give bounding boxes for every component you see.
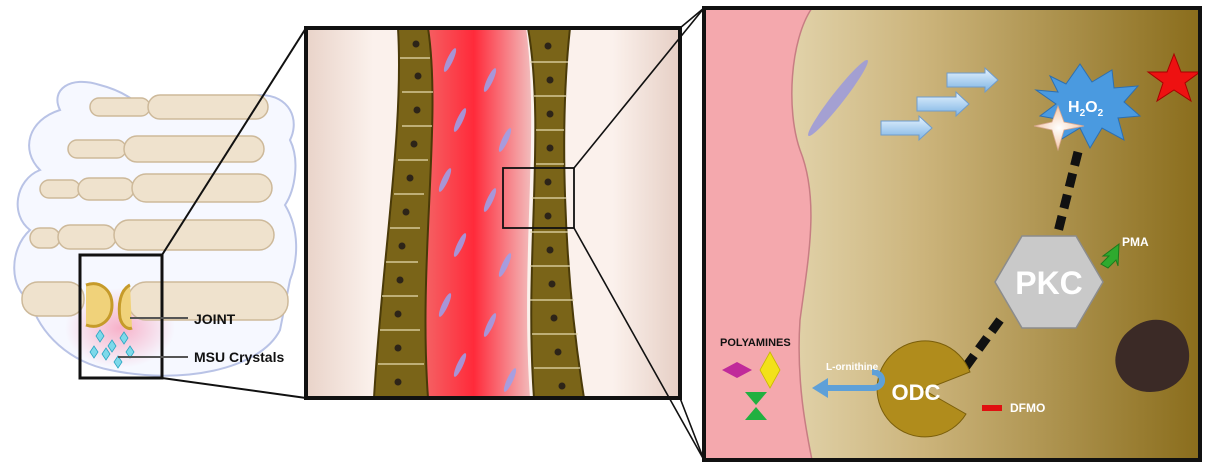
- lornithine-label: L-ornithine: [826, 362, 879, 373]
- odc-label: ODC: [892, 380, 941, 405]
- tissue-cross-section: [306, 28, 680, 398]
- blood-vessel: [417, 28, 532, 398]
- polyamines-label: POLYAMINES: [720, 337, 791, 349]
- dfmo-label: DFMO: [1010, 401, 1045, 415]
- pma-label: PMA: [1122, 235, 1149, 249]
- cell-signaling-panel: H2O2 PKC PMA ODC DFMO L-ornithine POLYA: [704, 8, 1200, 460]
- pkc-label: PKC: [1015, 265, 1083, 301]
- joint-label: JOINT: [194, 311, 236, 327]
- foot-illustration: JOINT MSU Crystals: [14, 82, 296, 378]
- dfmo-inhibitor-bar: [982, 405, 1002, 411]
- msu-crystals-label: MSU Crystals: [194, 349, 284, 365]
